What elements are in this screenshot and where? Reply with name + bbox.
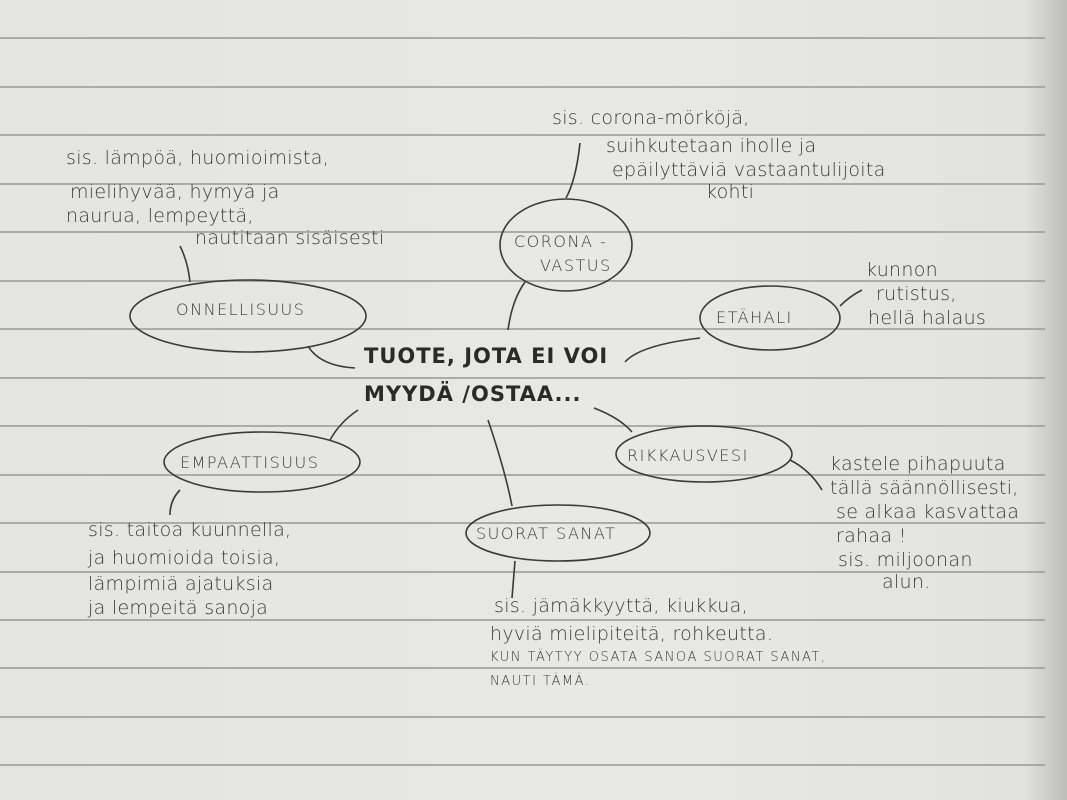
ruled-line	[0, 425, 1045, 427]
note-rikkausvesi: rahaa !	[836, 525, 907, 547]
node-label-suorat-sanat: SUORAT SANAT	[476, 524, 617, 543]
note-rikkausvesi: alun.	[882, 571, 931, 593]
connector-line	[487, 419, 513, 507]
connector-line	[839, 289, 863, 307]
node-label-corona-vastus: VASTUS	[540, 256, 612, 275]
connector-line	[789, 459, 823, 491]
node-label-corona-vastus: CORONA -	[514, 232, 608, 251]
node-ellipse-onnellisuus	[129, 279, 367, 353]
note-suorat-sanat: hyviä mielipiteitä, rohkeutta.	[490, 623, 774, 645]
note-corona-vastus: sis. corona-mörköjä,	[552, 107, 750, 129]
note-empaattisuus: ja lempeitä sanoja	[88, 597, 269, 619]
connector-line	[593, 407, 633, 433]
note-onnellisuus: mielihyvää, hymyä ja	[70, 181, 280, 203]
node-label-etahali: ETÄHALI	[716, 308, 793, 327]
connector-line	[307, 345, 356, 369]
node-ellipse-etahali	[699, 285, 841, 351]
note-corona-vastus: epäilyttäviä vastaantulijoita	[612, 159, 886, 181]
note-suorat-sanat: NAUTI TÄMÄ.	[490, 674, 591, 689]
note-suorat-sanat: KUN TÄYTYY OSATA SANOA SUORAT SANAT,	[490, 650, 827, 665]
note-onnellisuus: nautitaan sisäisesti	[195, 227, 385, 249]
ruled-line	[0, 231, 1045, 233]
node-label-rikkausvesi: RIKKAUSVESI	[627, 446, 749, 465]
connector-line	[507, 281, 526, 331]
note-corona-vastus: suihkutetaan iholle ja	[606, 135, 817, 157]
node-ellipse-empaattisuus	[163, 431, 361, 493]
connector-line	[624, 337, 701, 363]
note-onnellisuus: sis. lämpöä, huomioimista,	[66, 147, 330, 169]
node-ellipse-rikkausvesi	[615, 425, 793, 483]
note-corona-vastus: kohti	[706, 181, 755, 203]
ruled-line	[0, 280, 1045, 282]
connector-line	[169, 489, 181, 516]
connector-line	[565, 142, 581, 199]
note-empaattisuus: sis. taitoa kuunnella,	[88, 519, 292, 541]
node-label-empaattisuus: EMPAATTISUUS	[180, 453, 320, 472]
center-topic-line1: TUOTE, JOTA EI VOI	[364, 344, 609, 368]
node-ellipse-corona-vastus	[499, 198, 633, 292]
node-label-onnellisuus: ONNELLISUUS	[176, 300, 306, 319]
note-empaattisuus: lämpimiä ajatuksia	[88, 573, 274, 595]
connector-line	[179, 245, 191, 283]
ruled-line	[0, 571, 1045, 573]
note-empaattisuus: ja huomioida toisia,	[88, 547, 281, 569]
note-rikkausvesi: tällä säännöllisesti,	[830, 477, 1019, 499]
connector-line	[511, 560, 516, 599]
note-rikkausvesi: kastele pihapuuta	[830, 453, 1006, 475]
ruled-line	[0, 328, 1045, 330]
ruled-line	[0, 619, 1045, 621]
ruled-line	[0, 716, 1045, 718]
ruled-line	[0, 37, 1045, 39]
ruled-line	[0, 377, 1045, 379]
ruled-line	[0, 134, 1045, 136]
node-ellipse-suorat-sanat	[465, 504, 651, 562]
center-topic-line2: MYYDÄ /OSTAA...	[364, 382, 582, 406]
ruled-line	[0, 522, 1045, 524]
ruled-line	[0, 183, 1045, 185]
note-rikkausvesi: sis. miljoonan	[838, 549, 973, 571]
note-etahali: kunnon	[866, 259, 939, 281]
ruled-line	[0, 474, 1045, 476]
ruled-line	[0, 764, 1045, 766]
note-suorat-sanat: sis. jämäkkyyttä, kiukkua,	[494, 595, 748, 617]
note-rikkausvesi: se alkaa kasvattaa	[836, 501, 1020, 523]
note-onnellisuus: naurua, lempeyttä,	[66, 205, 254, 227]
connector-line	[329, 409, 359, 441]
ruled-line	[0, 86, 1045, 88]
note-etahali: rutistus,	[876, 283, 957, 305]
ruled-line	[0, 667, 1045, 669]
note-etahali: hellä halaus	[868, 307, 987, 329]
